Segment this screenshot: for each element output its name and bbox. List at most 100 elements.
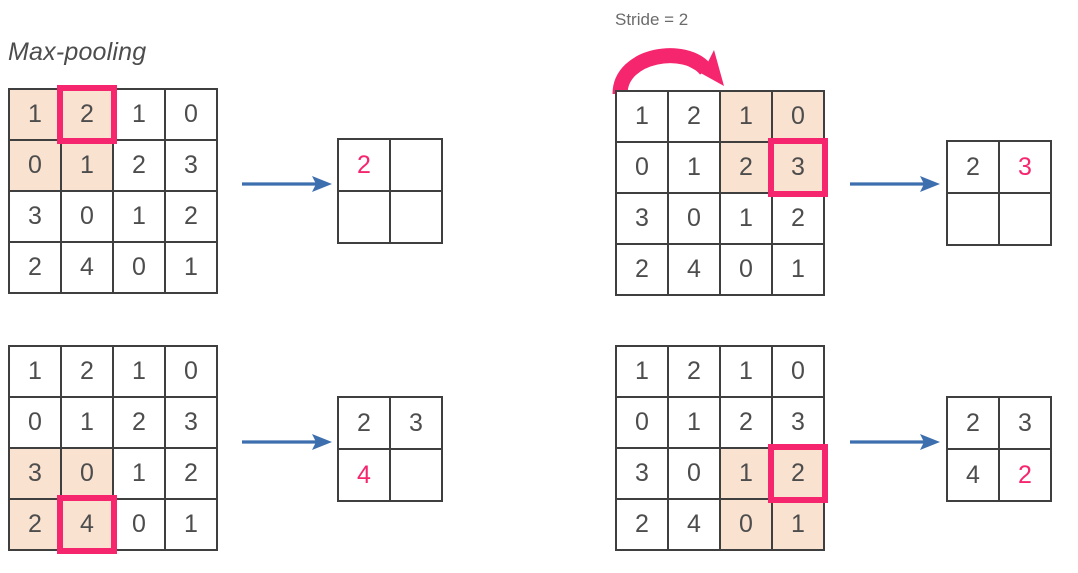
input-cell: 2 <box>10 500 62 551</box>
cell-value: 0 <box>184 357 198 385</box>
cell-value: 2 <box>739 153 753 181</box>
input-cell: 0 <box>773 92 825 143</box>
cell-value: 2 <box>791 459 805 487</box>
input-cell: 1 <box>773 500 825 551</box>
cell-value: 3 <box>184 408 198 436</box>
flow-arrow-icon-2 <box>850 176 940 192</box>
output-cell: 2 <box>339 140 391 192</box>
cell-value: 2 <box>357 150 371 179</box>
stride-label: Stride = 2 <box>615 10 689 29</box>
cell-value: 0 <box>739 255 753 283</box>
cell-value: 0 <box>80 459 94 487</box>
output-cell <box>1000 194 1052 246</box>
output-cell: 3 <box>1000 142 1052 194</box>
cell-value: 1 <box>635 357 649 385</box>
cell-value: 4 <box>966 460 980 489</box>
cell-value: 0 <box>80 202 94 230</box>
input-cell: 1 <box>617 92 669 143</box>
input-cell: 2 <box>669 92 721 143</box>
input-cell: 0 <box>721 245 773 296</box>
cell-value: 0 <box>635 153 649 181</box>
input-cell: 2 <box>669 347 721 398</box>
cell-value: 4 <box>80 253 94 281</box>
cell-value: 1 <box>184 510 198 538</box>
flow-arrow-icon-4 <box>850 434 940 450</box>
input-cell: 3 <box>10 192 62 243</box>
cell-value: 0 <box>791 357 805 385</box>
cell-value: 3 <box>635 204 649 232</box>
output-cell: 3 <box>391 398 443 450</box>
flow-arrow-icon-3 <box>242 434 332 450</box>
output-cell <box>948 194 1000 246</box>
input-cell: 1 <box>114 347 166 398</box>
input-cell: 0 <box>617 143 669 194</box>
output-cell: 4 <box>948 450 1000 502</box>
input-cell: 0 <box>669 449 721 500</box>
cell-value: 0 <box>132 510 146 538</box>
input-cell: 1 <box>10 347 62 398</box>
cell-value: 1 <box>739 204 753 232</box>
cell-value: 2 <box>357 408 371 437</box>
input-cell: 2 <box>62 347 114 398</box>
output-cell <box>339 192 391 244</box>
input-cell: 0 <box>10 141 62 192</box>
cell-value: 2 <box>687 357 701 385</box>
input-cell: 1 <box>669 143 721 194</box>
cell-value: 0 <box>28 408 42 436</box>
cell-value: 1 <box>132 202 146 230</box>
cell-value: 0 <box>687 459 701 487</box>
cell-value: 3 <box>1018 152 1032 181</box>
input-cell: 0 <box>166 347 218 398</box>
cell-value: 0 <box>791 102 805 130</box>
cell-value: 1 <box>791 255 805 283</box>
cell-value: 1 <box>184 253 198 281</box>
cell-value: 1 <box>791 510 805 538</box>
input-cell: 0 <box>62 449 114 500</box>
output-cell: 2 <box>948 142 1000 194</box>
input-cell: 2 <box>114 398 166 449</box>
input-cell: 1 <box>114 449 166 500</box>
page-title: Max-pooling <box>8 38 147 66</box>
cell-value: 2 <box>791 204 805 232</box>
output-cell <box>391 192 443 244</box>
cell-value: 2 <box>966 408 980 437</box>
cell-value: 0 <box>635 408 649 436</box>
cell-value: 1 <box>739 102 753 130</box>
input-cell: 4 <box>62 243 114 294</box>
input-cell: 1 <box>617 347 669 398</box>
cell-value: 4 <box>357 460 371 489</box>
input-cell: 3 <box>773 143 825 194</box>
input-cell: 2 <box>773 449 825 500</box>
cell-value: 1 <box>739 357 753 385</box>
cell-value: 0 <box>184 100 198 128</box>
cell-value: 1 <box>132 100 146 128</box>
cell-value: 2 <box>132 151 146 179</box>
cell-value: 3 <box>1018 408 1032 437</box>
cell-value: 0 <box>687 204 701 232</box>
input-cell: 3 <box>10 449 62 500</box>
cell-value: 1 <box>80 151 94 179</box>
cell-value: 2 <box>635 255 649 283</box>
flow-arrow-icon-1 <box>242 176 332 192</box>
input-cell: 1 <box>773 245 825 296</box>
cell-value: 0 <box>28 151 42 179</box>
input-cell: 0 <box>773 347 825 398</box>
cell-value: 2 <box>966 152 980 181</box>
input-cell: 1 <box>10 90 62 141</box>
cell-value: 2 <box>1018 460 1032 489</box>
input-cell: 0 <box>62 192 114 243</box>
input-cell: 0 <box>617 398 669 449</box>
input-cell: 2 <box>617 500 669 551</box>
cell-value: 1 <box>132 357 146 385</box>
stride-curved-arrow-icon <box>612 48 724 95</box>
input-cell: 1 <box>669 398 721 449</box>
input-cell: 2 <box>617 245 669 296</box>
input-cell: 2 <box>166 192 218 243</box>
cell-value: 4 <box>687 510 701 538</box>
input-cell: 1 <box>62 398 114 449</box>
input-cell: 0 <box>166 90 218 141</box>
cell-value: 1 <box>28 357 42 385</box>
cell-value: 3 <box>184 151 198 179</box>
cell-value: 2 <box>184 459 198 487</box>
